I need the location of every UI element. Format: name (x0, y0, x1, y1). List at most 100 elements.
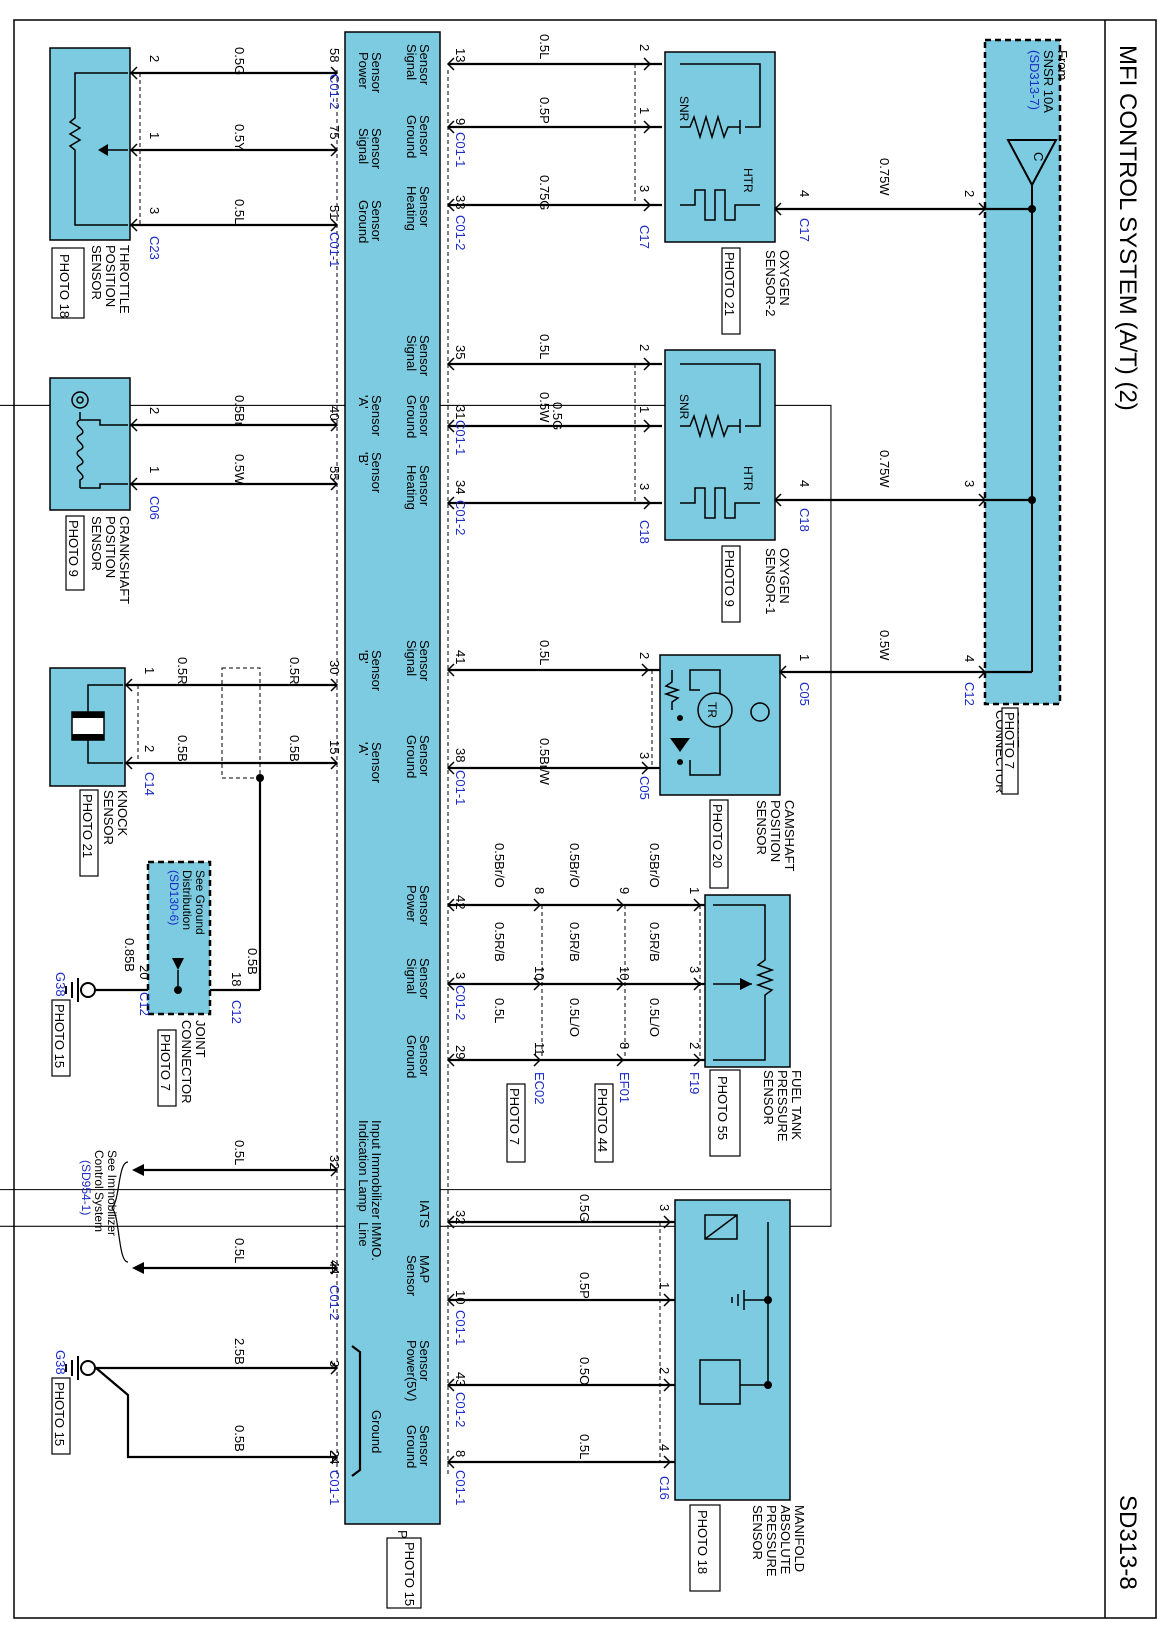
joint-pin-2: 2 (962, 190, 977, 197)
ftps-pcm-chev-2 (446, 1053, 455, 1067)
ftps-wire-m-0: 0.5Br/O (567, 843, 582, 888)
o2s2-pin-2: 3 (637, 185, 652, 192)
ftps-pin-0: 1 (687, 887, 702, 894)
tps-chev-1 (129, 143, 138, 157)
map-pcm-chev-0 (446, 1215, 455, 1229)
ckp-lead-2 (80, 483, 128, 489)
ftps-wire-s-0: 0.5Br/O (647, 843, 662, 888)
pin-32: 32 (453, 1210, 468, 1224)
labels-layer: SensorPowerSensorSignalSensorGroundSenso… (122, 34, 977, 1505)
map-pin-2: 2 (657, 1367, 672, 1374)
cam-conn-r: C05 (797, 682, 812, 706)
o2s2-pcm-chev-2 (446, 198, 455, 212)
cam-wire-label-1: 0.5Br/W (537, 738, 552, 786)
pcm-label-p51-line: Ground (356, 200, 371, 243)
o2s2-snr: SNR (677, 96, 691, 122)
cam-tr: TR (705, 702, 719, 718)
ef01-photo-box (594, 1083, 614, 1163)
map-chev-3 (663, 1455, 672, 1469)
conn-right-c011-c: C01-1 (453, 770, 468, 805)
o2s2-chev-2 (643, 198, 652, 212)
immo-wire-label-0: 0.5L (232, 1140, 247, 1165)
pcm-label-p34-line: Sensor (417, 465, 432, 507)
o2s1-snr: SNR (677, 394, 691, 420)
gnd2-circle (80, 1360, 96, 1376)
ftps-pcm-chev-0 (446, 898, 455, 912)
crankshaft-sensor-box (49, 377, 131, 511)
o2s2-pcm-chev-0 (446, 57, 455, 71)
tps-pin-0: 2 (147, 55, 162, 62)
camshaft-symbols (663, 669, 770, 776)
oxygen-sensor-2-symbols (680, 63, 761, 221)
pcm-label-p32a-line: Indication Lamp (356, 1120, 371, 1212)
map-pin-0: 3 (657, 1204, 672, 1211)
tps-wire-label-2: 0.5L (232, 199, 247, 224)
cam-chev-0 (641, 663, 650, 677)
cam-diode (670, 738, 690, 752)
ftps-pin-1: 3 (687, 966, 702, 973)
ftps-ef01-pin-0: 9 (617, 887, 632, 894)
ftps-wire-m-1: 0.5R/B (567, 922, 582, 962)
o2s1-snr-resistor (680, 413, 740, 439)
joint-c12-photo: PHOTO 7 (1002, 712, 1017, 769)
ground-symbol-2 (65, 1356, 96, 1380)
ckp-wire-label-0: 0.5Br (232, 395, 247, 427)
gnd-dist-ref: (SD130-6) (167, 870, 181, 925)
map-label-group: MANIFOLD ABSOLUTE PRESSURE SENSOR (750, 1505, 807, 1577)
o2s1-label-2: SENSOR-1 (763, 548, 778, 614)
throttle-sensor-box (49, 47, 131, 241)
pcm-photo-box (386, 1537, 422, 1609)
o2s1-wire-label-1: 0.5W (537, 392, 552, 423)
joint-pin-3: 3 (962, 480, 977, 487)
tps-pin-1: 1 (147, 132, 162, 139)
o2s1-htr: HTR (741, 466, 755, 491)
map-label-3: PRESSURE (764, 1505, 779, 1577)
o2s1-pin-0: 2 (637, 344, 652, 351)
pcm-label-p55: Sensor'B' (356, 452, 384, 494)
pcm-label-p44-line: IMMO. (369, 1222, 384, 1261)
pcm-label-p42-line: Sensor (417, 885, 432, 927)
knock-chev-0 (124, 678, 133, 692)
conn-left-c011-b: C01-1 (327, 1470, 342, 1505)
pcm-label-p8-line: Sensor (417, 1425, 432, 1467)
oxygen-sensor-1-box (664, 349, 776, 541)
ftps-ef01-pin-2: 8 (617, 1042, 632, 1049)
pcm-label-p42-line: Power (404, 885, 419, 923)
tps-chev-0 (129, 66, 138, 80)
tps-pcm-chev-1 (330, 143, 339, 157)
o2s2-label-2: SENSOR-2 (763, 250, 778, 316)
pcm-label-p3-line: Sensor (417, 958, 432, 1000)
ckp-coil (76, 412, 84, 488)
gnd2-photo-box (51, 1377, 71, 1455)
ftps-ef01-pin-1: 10 (617, 966, 632, 980)
knock-wire-label-1: 0.5B (175, 735, 190, 762)
pcm-label-p15-line: Sensor (369, 742, 384, 784)
conn-left-c012-a: C01-2 (327, 74, 342, 109)
gnd-dist-text-group: See Ground Distribution (SD130-6) (167, 870, 207, 935)
o2s2-label-1: OXYGEN (777, 250, 792, 306)
joint-pin-4: 4 (962, 655, 977, 662)
page-title: MFI CONTROL SYSTEM (A/T) (2) (1114, 45, 1141, 411)
o2s2-pin-3: 4 (797, 190, 812, 197)
ef01-photo: PHOTO 44 (595, 1088, 610, 1152)
o2s1-chev-0 (643, 357, 652, 371)
tps-resistor (68, 72, 128, 226)
cam-wire-label-0: 0.5L (537, 640, 552, 665)
conn-right-c012-b: C01-2 (453, 500, 468, 535)
gnd-dist-label-1: JOINT (193, 1020, 208, 1058)
joint-c12-conn: C12 (962, 682, 977, 706)
pcm-label-p40-line: 'A' (356, 395, 371, 409)
pcm-label-p15: Sensor'A' (356, 742, 384, 784)
tps-arrow (98, 144, 108, 156)
pcm-label-p9-line: Sensor (417, 115, 432, 157)
ftps-ef01-chev-0 (616, 898, 625, 912)
ftps-photo: PHOTO 55 (715, 1076, 730, 1140)
knock-connector: C14 (142, 772, 157, 796)
tps-connector: C23 (147, 236, 162, 260)
ftps-label-1: FUEL TANK (789, 1070, 804, 1140)
o2s1-pcm-chev-2 (446, 496, 455, 510)
o2s1-heater (680, 487, 760, 519)
